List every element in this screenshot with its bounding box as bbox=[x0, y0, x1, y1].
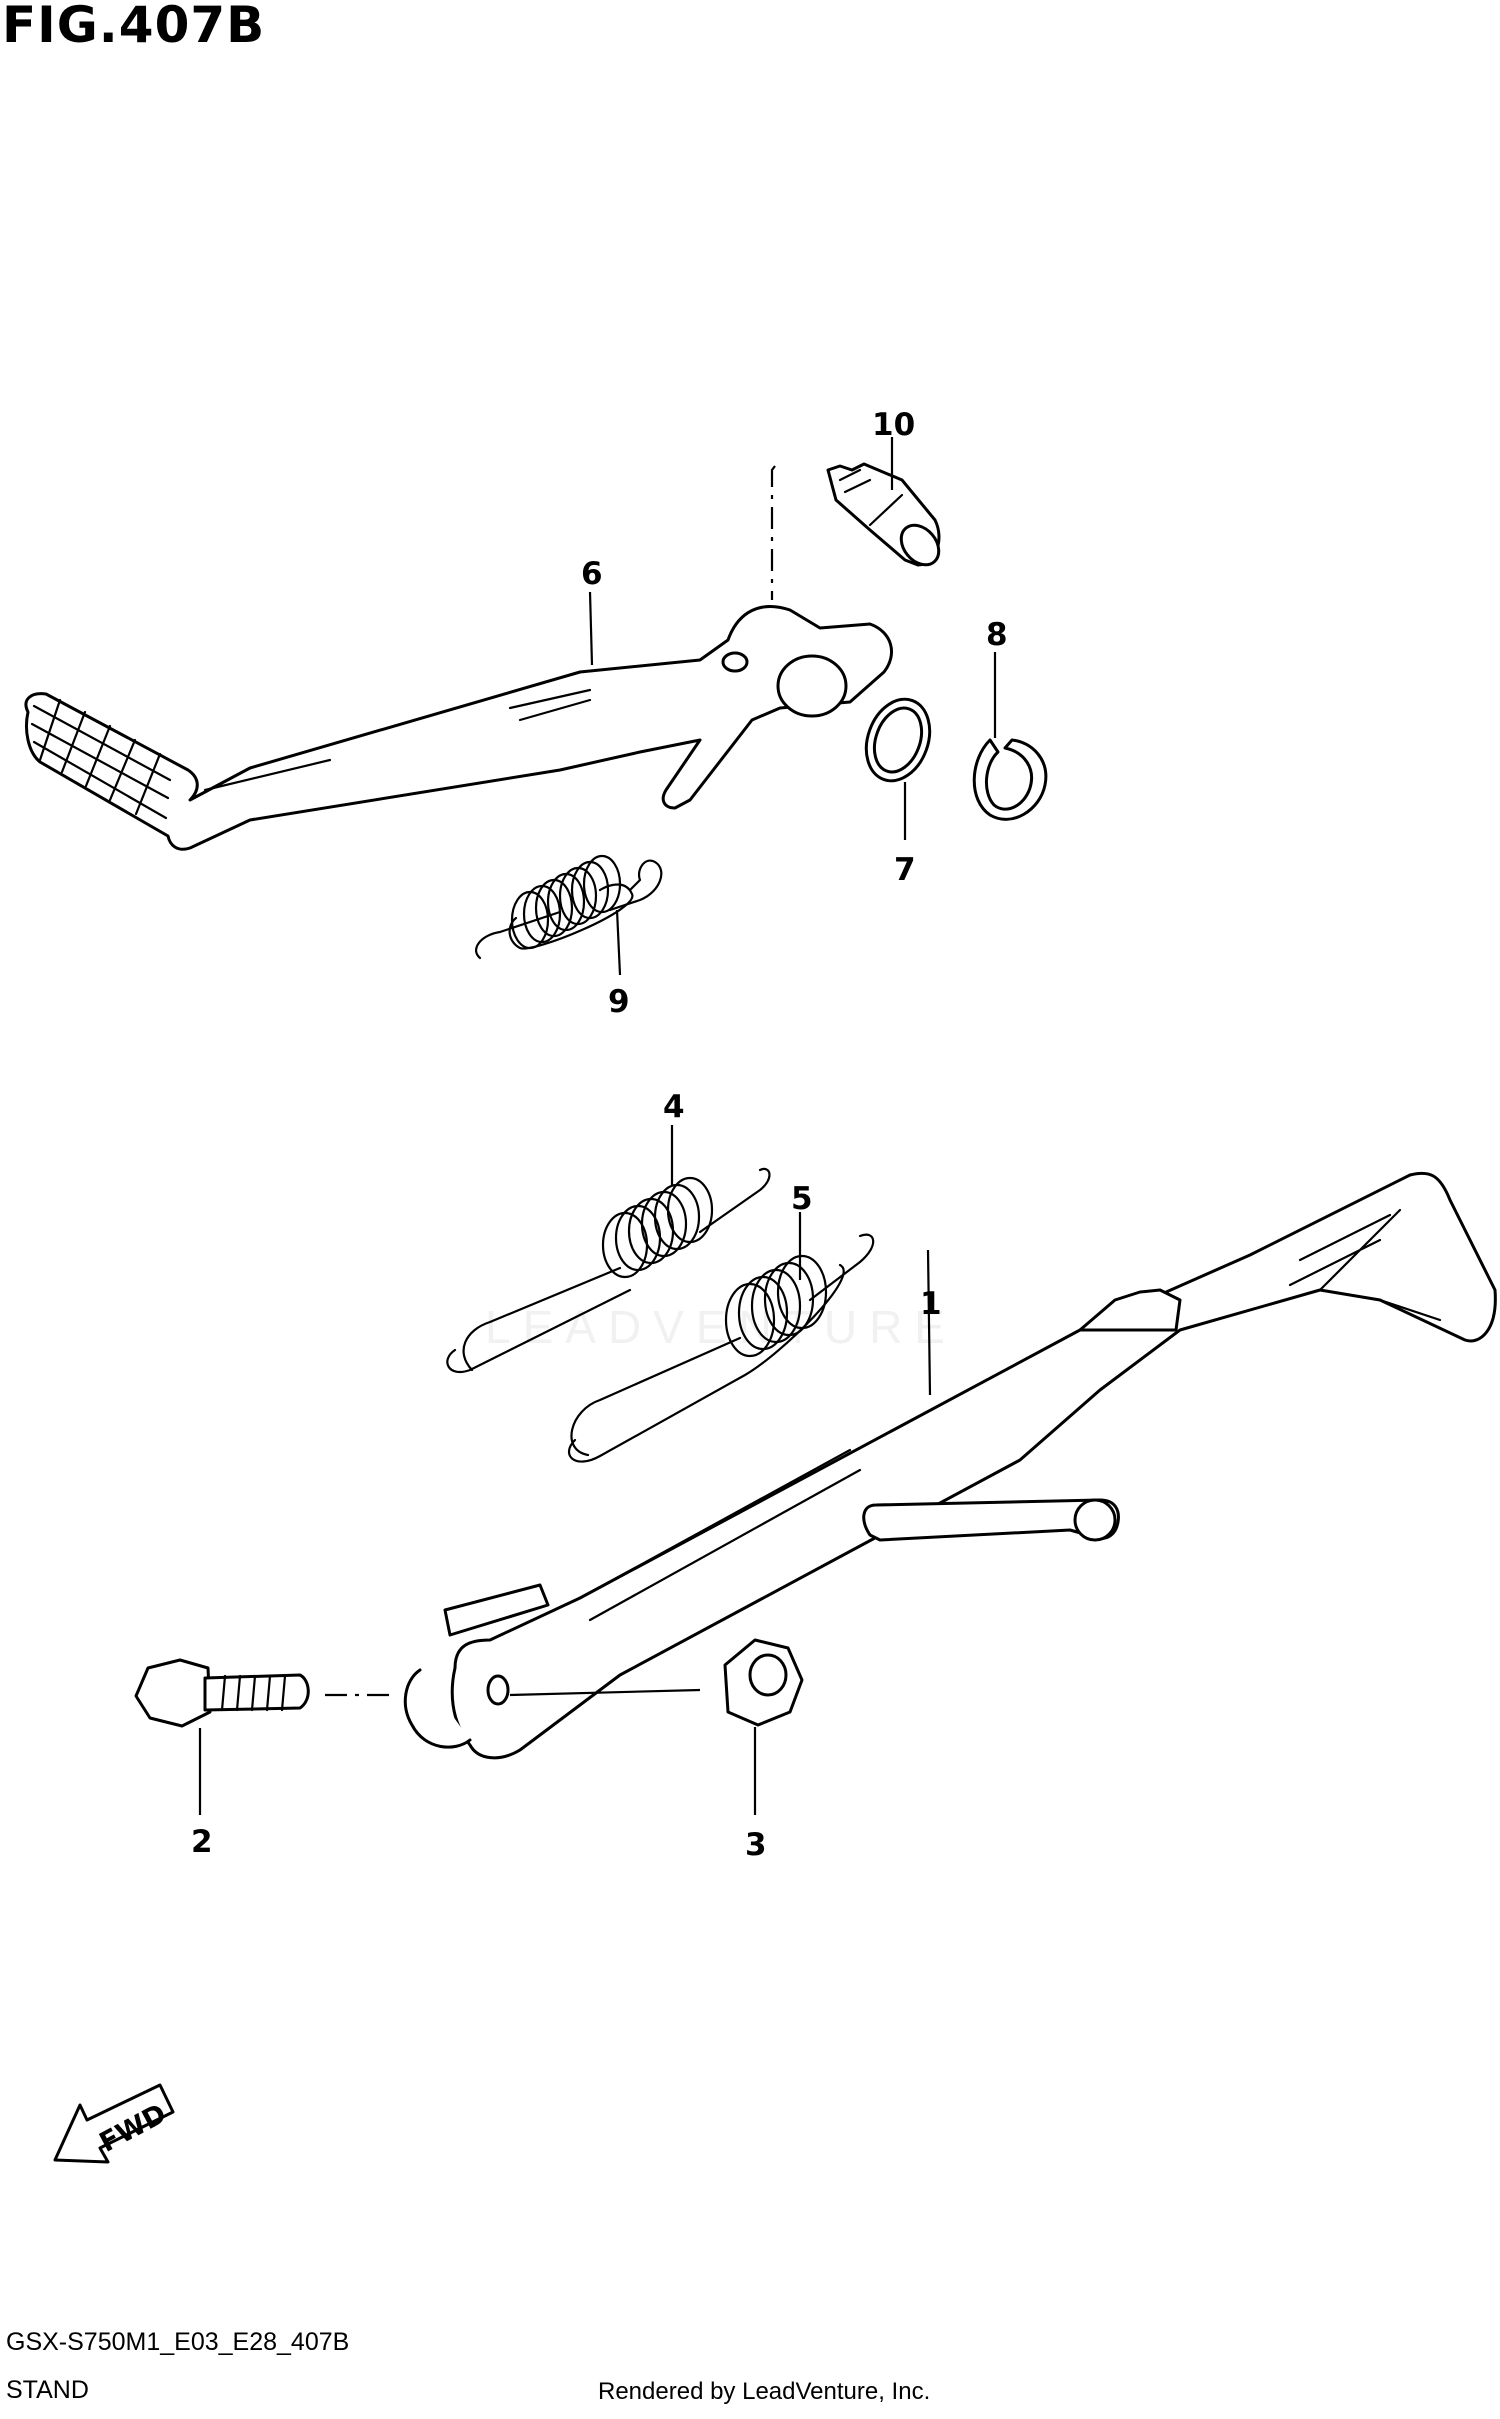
fwd-arrow-icon: FWD bbox=[53, 2083, 175, 2164]
part-stand-nut[interactable] bbox=[723, 1638, 804, 1727]
leader-9 bbox=[615, 909, 622, 976]
callout-5: 5 bbox=[791, 1181, 813, 1217]
watermark: LEADVENTURE bbox=[485, 1301, 957, 1353]
callout-2: 2 bbox=[191, 1824, 213, 1860]
part-stand-bolt[interactable] bbox=[134, 1658, 310, 1728]
callout-7: 7 bbox=[894, 852, 916, 888]
part-shift-lever[interactable] bbox=[24, 605, 893, 851]
part-shift-pivot-bolt[interactable] bbox=[826, 462, 946, 572]
part-stand-spring-inner[interactable] bbox=[446, 1167, 771, 1373]
nut-alignment-line bbox=[509, 1688, 701, 1697]
leader-1 bbox=[926, 1249, 932, 1396]
section-name: STAND bbox=[6, 2376, 89, 2404]
part-washer[interactable] bbox=[855, 690, 940, 789]
figure-title: FIG.407B bbox=[2, 0, 266, 54]
part-side-stand[interactable] bbox=[403, 1171, 1497, 1760]
part-stand-spring-outer[interactable] bbox=[568, 1233, 875, 1463]
pivot-alignment-line bbox=[770, 465, 776, 600]
callout-10: 10 bbox=[872, 407, 915, 443]
callout-3: 3 bbox=[745, 1827, 767, 1863]
part-shift-spring[interactable] bbox=[475, 854, 663, 960]
part-snap-ring[interactable] bbox=[972, 738, 1048, 821]
callout-6: 6 bbox=[581, 556, 603, 592]
callout-1: 1 bbox=[920, 1286, 942, 1322]
callout-4: 4 bbox=[663, 1089, 685, 1125]
callout-8: 8 bbox=[986, 617, 1008, 653]
figure-code: GSX-S750M1_E03_E28_407B bbox=[6, 2328, 350, 2356]
rendered-by: Rendered by LeadVenture, Inc. bbox=[598, 2378, 931, 2405]
callout-9: 9 bbox=[608, 984, 630, 1020]
leader-6 bbox=[588, 591, 594, 666]
